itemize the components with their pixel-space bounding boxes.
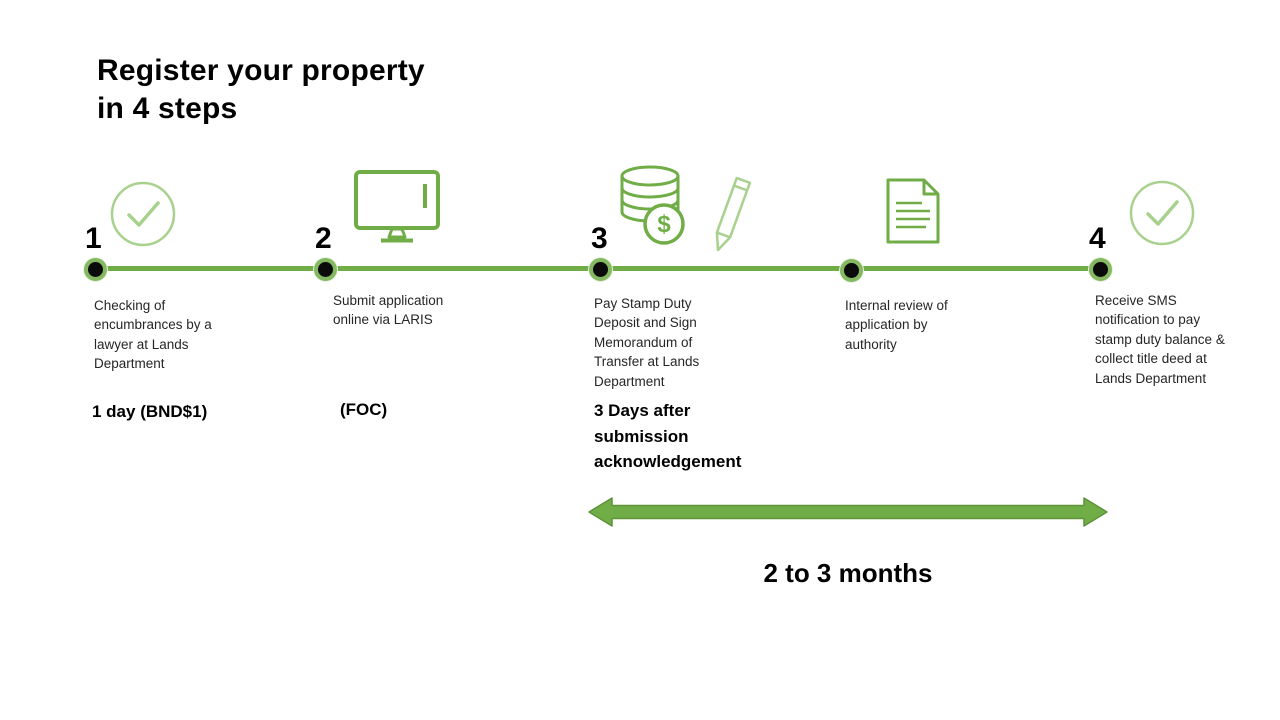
timeline-node-step-3 (589, 258, 612, 281)
step-3-duration: 3 Days after submission acknowledgement (594, 401, 742, 471)
coins-and-pencil-icon: $ (620, 165, 752, 252)
timeline-node-step-2 (314, 258, 337, 281)
step-1-description: Checking of encumbrances by a lawyer at … (94, 298, 212, 372)
page-title: Register your property in 4 steps (97, 54, 425, 125)
review-description: Internal review of application by author… (845, 298, 948, 352)
timeline-node-review (840, 259, 863, 282)
step-4-number: 4 (1089, 222, 1106, 255)
step-2-description: Submit application online via LARIS (333, 293, 444, 328)
step-3-description: Pay Stamp Duty Deposit and Sign Memorand… (594, 296, 700, 389)
duration-range-label: 2 to 3 months (763, 558, 933, 588)
step-2-number: 2 (315, 222, 332, 255)
timeline-node-step-4 (1089, 258, 1112, 281)
step-1-duration: 1 day (BND$1) (92, 402, 208, 421)
timeline-node-step-1 (84, 258, 107, 281)
check-circle-icon (1129, 180, 1195, 246)
computer-monitor-icon (354, 170, 440, 243)
dollar-sign-glyph: $ (657, 211, 671, 238)
check-circle-icon (110, 181, 176, 247)
duration-range-arrow (588, 497, 1108, 527)
step-4-description: Receive SMS notification to pay stamp du… (1095, 293, 1225, 386)
document-icon (886, 178, 940, 244)
step-3-number: 3 (591, 222, 608, 255)
step-1-number: 1 (85, 222, 102, 255)
step-2-duration: (FOC) (340, 400, 388, 419)
